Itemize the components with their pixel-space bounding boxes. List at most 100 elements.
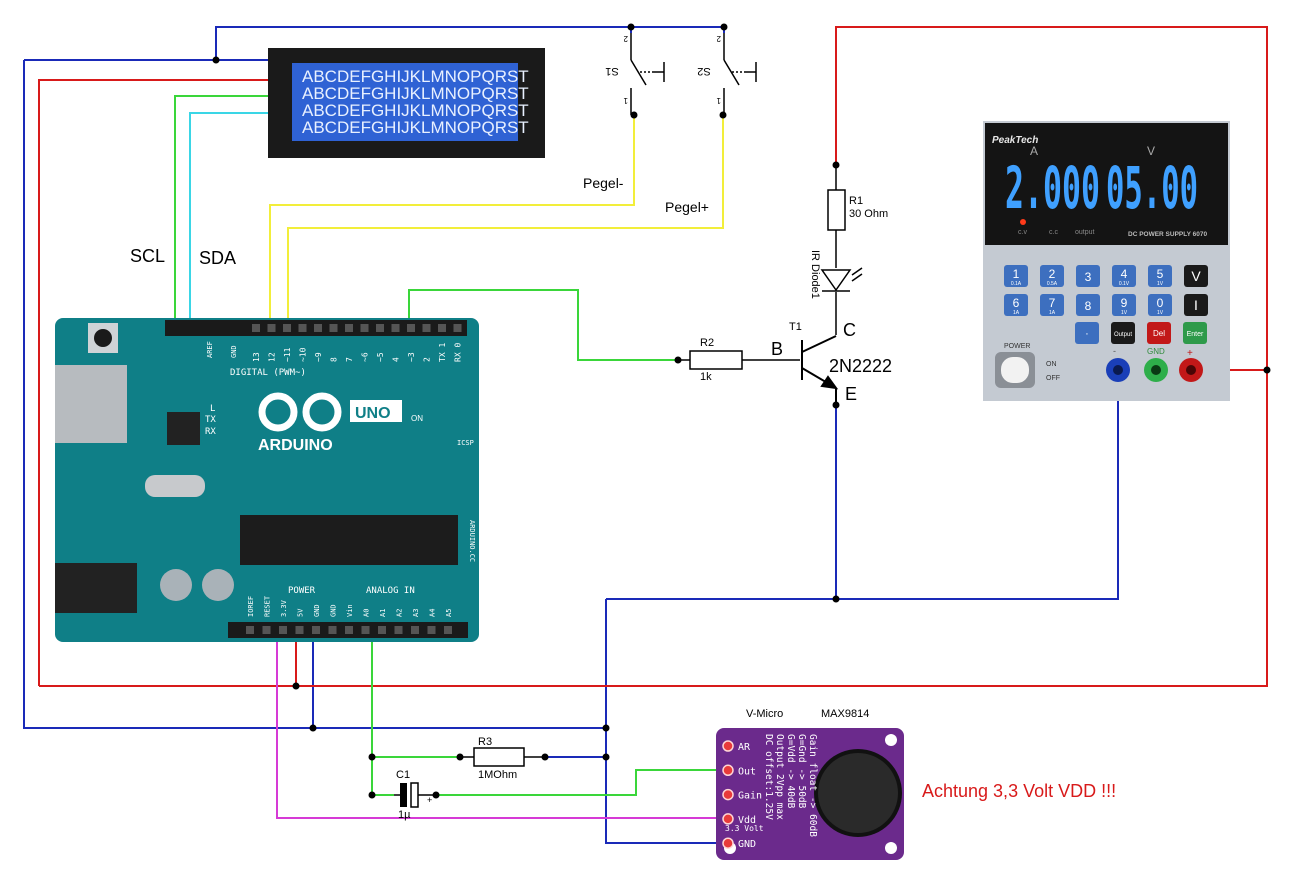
header-pin (329, 324, 338, 332)
collector-label: C (843, 320, 856, 340)
module-pin (722, 764, 734, 777)
psu-model: DC POWER SUPPLY 6070 (1128, 231, 1207, 238)
t1-label: T1 (789, 321, 802, 333)
header-pin (391, 324, 400, 332)
header-pin (345, 626, 353, 634)
header-pin (444, 626, 452, 634)
digital-pin-label: 13 (252, 352, 261, 362)
power-pin-label: GND (313, 604, 321, 617)
module-pin (722, 788, 734, 801)
psu-output: output (1075, 229, 1095, 236)
module-pin-label: Vdd (738, 815, 756, 826)
header-pin (328, 626, 337, 634)
psu-key-output: Output (1114, 332, 1132, 338)
psu-key-enter: Enter (1187, 331, 1204, 338)
arduino-icsp-label: ICSP (457, 439, 474, 447)
psu-key-label: I (1194, 297, 1198, 313)
capacitor-c1 (394, 782, 436, 808)
lcd-line-1: ABCDEFGHIJKLMNOPQRST (302, 67, 529, 86)
digital-pin-label: TX 1 (438, 343, 447, 362)
digital-pin-label: 8 (330, 357, 339, 362)
header-pin (312, 626, 320, 634)
psu-key-sub: 1A (1013, 310, 1020, 316)
transistor-t1 (801, 335, 839, 405)
digital-pin-label: ~3 (407, 352, 416, 362)
header-pin (427, 626, 436, 634)
psu-unit-a: A (1030, 144, 1038, 158)
max9814-label: MAX9814 (821, 708, 869, 720)
r1-name: R1 (849, 195, 863, 207)
psu-terminals: - GND + (1106, 346, 1203, 382)
arduino-gnd-label: GND (230, 345, 238, 358)
psu-key-label: 8 (1085, 299, 1092, 313)
psu-power-label: POWER (1004, 343, 1030, 350)
power-pin-label: A5 (445, 609, 453, 617)
header-pin (252, 324, 260, 332)
psu-brand: PeakTech (992, 135, 1038, 146)
digital-pin-label: 12 (268, 352, 277, 362)
lcd-line-2: ABCDEFGHIJKLMNOPQRST (302, 84, 529, 103)
max9814-vdd-sub: 3.3 Volt (725, 824, 764, 833)
module-info-line: Output 2Vpp max (774, 734, 785, 820)
max9814-module (716, 728, 904, 860)
pegel-plus-label: Pegel+ (665, 199, 709, 215)
digital-pin-label: ~9 (314, 352, 323, 362)
sda-label: SDA (199, 248, 236, 268)
digital-pin-label: ~6 (361, 352, 370, 362)
power-pin-label: 3.3V (280, 599, 288, 617)
psu-key-label: 6 (1013, 296, 1020, 310)
header-pin (267, 324, 276, 332)
psu-voltage: 05.00 (1106, 154, 1198, 222)
arduino-brand: ARDUINO (258, 437, 333, 454)
lcd-line-4: ABCDEFGHIJKLMNOPQRST (302, 118, 529, 137)
psu-key-label: 4 (1121, 267, 1128, 281)
psu-key-del: Del (1153, 329, 1165, 338)
psu-key-label: V (1191, 268, 1201, 284)
module-pin (722, 740, 734, 752)
r3-name: R3 (478, 736, 492, 748)
module-info-line: DC offset:1.25V (763, 734, 774, 820)
psu-key (1148, 294, 1172, 316)
r2-name: R2 (700, 337, 714, 349)
resistor-r3 (473, 747, 525, 767)
psu-key (1076, 294, 1100, 316)
power-pin-label: GND (330, 604, 338, 617)
psu-key-label: 3 (1085, 270, 1092, 284)
pegel-minus-label: Pegel- (583, 175, 624, 191)
digital-pin-label: 4 (392, 357, 401, 362)
header-pin (283, 324, 291, 332)
arduino-on-label: ON (411, 414, 423, 423)
psu-key-label: 1 (1013, 267, 1020, 281)
arduino-analog-label: ANALOG IN (366, 586, 415, 596)
psu-key-label: 2 (1049, 267, 1056, 281)
psu-function-keys: · Output Del Enter (1075, 322, 1207, 344)
c1-value: 1µ (398, 809, 411, 821)
psu-on-label: ON (1046, 361, 1057, 368)
vmicro-label: V-Micro (746, 708, 783, 720)
header-pin (361, 626, 370, 634)
psu-key-label: 0 (1157, 296, 1164, 310)
header-pin (438, 324, 446, 332)
psu-key-sub: 0.1V (1119, 281, 1130, 287)
warning-text: Achtung 3,3 Volt VDD !!! (922, 781, 1116, 801)
psu-minus-label: - (1113, 346, 1116, 356)
s1-pin2: 2 (623, 34, 628, 43)
psu-key-sub: 0.5A (1047, 281, 1058, 287)
module-pin-label: Gain (738, 791, 762, 802)
digital-pin-label: ~5 (376, 352, 385, 362)
power-pin-label: A1 (379, 609, 387, 617)
arduino-tx-label: TX (205, 415, 216, 425)
arduino-model: UNO (355, 405, 391, 422)
power-pin-label: A2 (396, 609, 404, 617)
base-label: B (771, 339, 783, 359)
psu-cv: c.v (1018, 229, 1027, 236)
digital-pin-label: RX 0 (454, 343, 463, 362)
psu-key-label: 9 (1121, 296, 1128, 310)
arduino-l-label: L (210, 404, 215, 414)
psu-key (1040, 294, 1064, 316)
psu-key (1076, 265, 1100, 287)
arduino-board: UNO ARDUINO ON DIGITAL (PWM~) POWER ANAL… (55, 318, 479, 642)
psu-key-sub: 0.1A (1011, 281, 1022, 287)
